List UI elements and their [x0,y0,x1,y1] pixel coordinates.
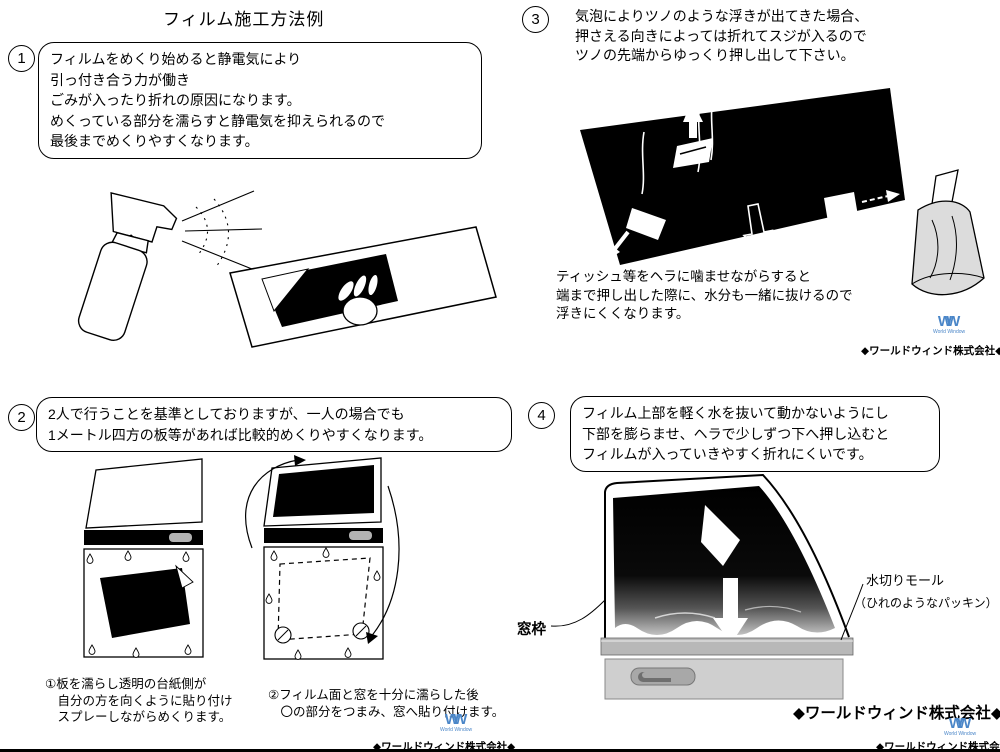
instruction-line: 下部を膨らませ、ヘラで少しずつ下へ押し込むと [582,425,890,442]
section3-number-text: 3 [531,11,540,28]
tissue-squeegee-icon [911,169,985,296]
caption-line: スプレーしながらめくります。 [45,710,232,724]
caption-line: ②フィルム面と窓を十分に濡らした後 [268,688,479,702]
ng-label: NG [702,247,728,266]
squeegee-right-icon [824,190,900,222]
spray-mist [181,190,263,270]
section3-note: ティッシュ等をヘラに噛ませながらすると 端まで押し出した際に、水分も一緒に抜ける… [556,268,853,324]
section4-number-text: 4 [537,407,546,424]
instruction-line: ごみが入ったり折れの原因になります。 [50,92,301,108]
caption-line: 自分の方を向くように貼り付け [45,693,233,708]
section1-textbox: フィルムをめくり始めると静電気により 引っ付き合う力が働き ごみが入ったり折れの… [38,42,482,159]
section2-number: 2 [8,404,35,431]
spray-bottle-icon [77,192,178,341]
bubble-pushout-illustration: NG [580,88,985,296]
window-frame-label: 窓枠 [517,622,546,638]
step2-caption: ②フィルム面と窓を十分に濡らした後 〇の部分をつまみ、窓へ貼り付けます。 [268,687,504,720]
instruction-line: ツノの先端からゆっくり押し出して下さい。 [575,47,855,63]
squeegee-up-icon [673,100,713,168]
section4-number: 4 [528,402,555,429]
squeegee-left-icon [604,208,666,262]
section3-text: 気泡によりツノのような浮きが出てきた場合、 押さえる向きによっては折れてスジが入… [575,7,868,66]
logo-subtext: World Window [440,727,473,733]
company-name: ◆ワールドウィンド株式会社◆ [373,741,516,752]
spray-peel-illustration [77,190,497,348]
world-window-logo: WW World Window [944,716,976,737]
instruction-line: 1メートル四方の板等があれば比較的めくりやすくなります。 [48,426,433,443]
world-window-logo: WW World Window [440,712,472,733]
ng-marker: NG [702,203,774,266]
board-step1 [83,458,204,658]
film-sheet [229,226,497,348]
instruction-line: 端まで押し出した際に、水分も一緒に抜けるので [556,287,853,303]
instruction-line: 気泡によりツノのような浮きが出てきた場合、 [575,8,869,24]
page-title: フィルム施工方法例 [163,10,325,29]
logo-ww-text: WW [937,313,960,330]
instruction-line: フィルムをめくり始めると静電気により [50,51,302,67]
logo-ww-text: WW [948,715,971,732]
instruction-line: 引っ付き合う力が働き [50,71,190,88]
section4-textbox: フィルム上部を軽く水を抜いて動かないようにし 下部を膨らませ、ヘラで少しずつ下へ… [570,396,940,472]
tinted-window [580,88,905,265]
drip-molding [600,637,854,656]
instruction-line: 押さえる向きによっては折れてスジが入るので [575,27,867,44]
frame-pointer-line [550,599,606,627]
section1-number: 1 [8,45,35,72]
molding-sublabel: （ひれのようなパッキン） [854,596,998,610]
instruction-line: 最後までめくりやすくなります。 [50,133,259,149]
flip-arrows [245,455,400,644]
section2-textbox: 2人で行うことを基準としておりますが、一人の場合でも 1メートル四方の板等があれ… [36,397,512,452]
door-insert-illustration [550,473,864,700]
instruction-line: フィルムが入っていきやすく折れにくいです。 [582,446,873,462]
company-name-large: ◆ワールドウィンド株式会社◆ [793,705,1000,722]
step1-caption: ①板を濡らし透明の台紙側が 自分の方を向くように貼り付け スプレーしながらめくり… [45,676,233,726]
board-peel-illustration [83,455,400,660]
section3-number: 3 [522,6,549,33]
logo-subtext: World Window [933,329,966,335]
window-step2 [245,455,400,660]
logo-ww-text: WW [444,711,467,728]
bottom-border [0,749,1000,752]
caption-line: ①板を濡らし透明の台紙側が [45,677,207,691]
car-door [550,473,864,700]
section1-number-text: 1 [17,50,26,67]
film-creases [641,97,714,195]
hand-icon [337,273,379,326]
logo-subtext: World Window [944,731,977,737]
instruction-line: 2人で行うことを基準としておりますが、一人の場合でも [48,406,405,422]
instruction-line: 浮きにくくなります。 [556,306,690,321]
instruction-line: フィルム上部を軽く水を抜いて動かないようにし [582,405,889,421]
instruction-line: めくっている部分を濡らすと静電気を抑えられるので [50,112,386,129]
section2-number-text: 2 [17,409,26,426]
molding-label: 水切りモール [866,573,945,588]
push-down-arrow [713,578,748,644]
company-name: ◆ワールドウィンド株式会社◆ [876,741,1000,752]
world-window-logo: WW World Window [933,314,965,335]
squeegee-silhouette [701,505,740,566]
caption-line: 〇の部分をつまみ、窓へ貼り付けます。 [268,704,505,719]
instruction-line: ティッシュ等をヘラに噛ませながらすると [556,269,812,284]
molding-pointer-line [840,583,864,641]
window-frame-outline [604,473,850,638]
company-name: ◆ワールドウィンド株式会社◆ [861,345,1000,357]
